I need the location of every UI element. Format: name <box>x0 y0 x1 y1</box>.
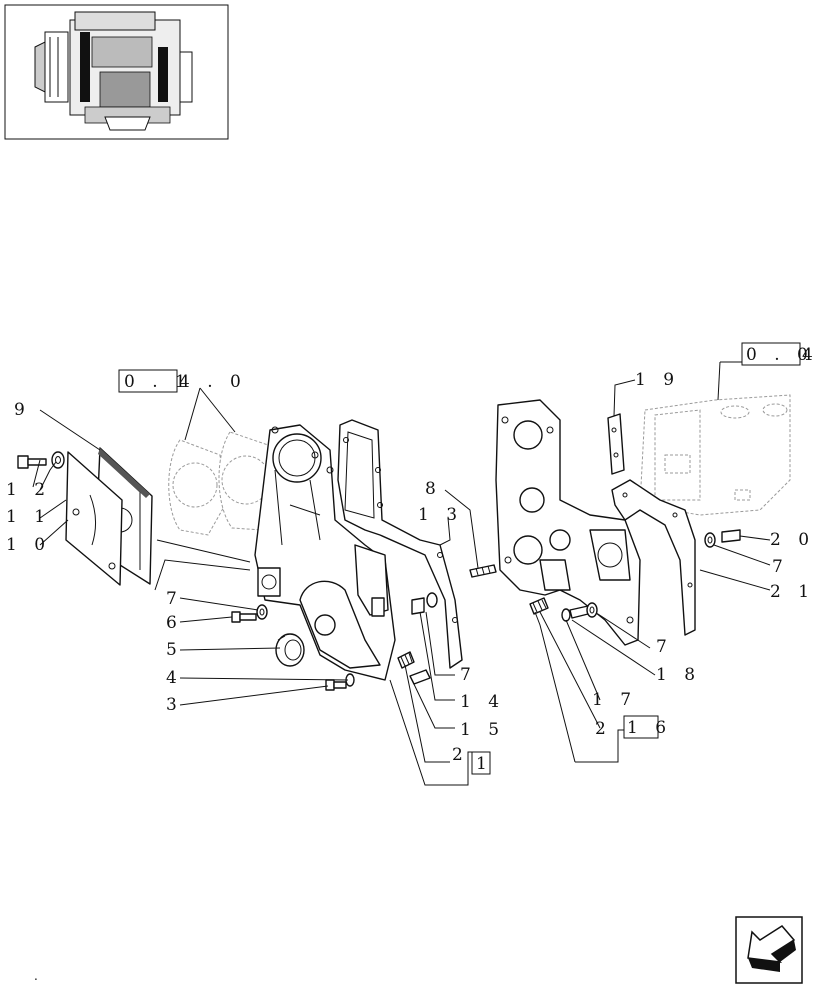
spring-2a <box>397 651 415 669</box>
washer-7c <box>704 532 716 548</box>
callout-19: 1 9 <box>635 370 680 390</box>
callout-9: 9 <box>14 400 31 420</box>
footer-mark: . <box>34 969 38 983</box>
timing-cover-main <box>254 424 396 681</box>
callout-7c: 7 <box>772 557 789 577</box>
bolt-6 <box>231 611 257 623</box>
callout-11: 1 1 <box>6 507 51 527</box>
seal-strip-19 <box>607 413 625 475</box>
washer-7a <box>256 604 268 620</box>
stud-8 <box>469 564 497 578</box>
callout-12: 1 2 <box>6 480 51 500</box>
callout-2b: 2 <box>595 719 612 739</box>
callout-13: 1 3 <box>418 505 463 525</box>
ghost-engine-block <box>639 394 791 516</box>
callout-2a: 2 <box>452 745 469 765</box>
callout-7b: 7 <box>460 665 477 685</box>
callout-10: 1 0 <box>6 535 51 555</box>
leader-lines <box>32 361 771 786</box>
svg-text:0 . 0: 0 . 0 <box>746 345 814 365</box>
rear-housing <box>495 399 641 646</box>
callout-18: 1 8 <box>656 665 701 685</box>
callout-7d: 7 <box>656 637 673 657</box>
bolt-18 <box>569 605 589 619</box>
ref-16[interactable]: 1 6 <box>623 715 672 739</box>
seal-5 <box>275 633 305 667</box>
ref-014[interactable]: 0 . 1 4 . 0 <box>118 369 247 393</box>
ref-004[interactable]: 0 . 0 4 <box>741 342 816 366</box>
washer-7d <box>586 602 598 618</box>
callout-21: 2 1 <box>770 582 815 602</box>
callout-17: 1 7 <box>592 690 637 710</box>
bolt-20 <box>721 529 741 543</box>
callout-15: 1 5 <box>460 720 505 740</box>
callout-6: 6 <box>166 613 183 633</box>
callout-5: 5 <box>166 640 183 660</box>
callout-20: 2 0 <box>770 530 815 550</box>
callout-7a: 7 <box>166 589 183 609</box>
callout-labels: 9 1 2 1 1 1 0 7 6 5 4 3 8 1 3 7 1 4 1 5 … <box>6 370 815 765</box>
gasket-21 <box>611 479 696 636</box>
next-page-arrow-icon[interactable] <box>735 916 803 984</box>
gasket-13 <box>337 419 463 669</box>
svg-text:1 6: 1 6 <box>627 718 672 738</box>
plug-17 <box>561 608 571 622</box>
callout-3: 3 <box>166 695 183 715</box>
spring-2b <box>529 597 549 615</box>
svg-text:1: 1 <box>476 754 493 774</box>
bolt-12 <box>17 455 47 469</box>
plug-14 <box>411 592 438 615</box>
gasket-10 <box>65 451 123 586</box>
callout-8: 8 <box>425 479 442 499</box>
callout-4: 4 <box>166 668 183 688</box>
bolt-3 <box>325 679 347 691</box>
svg-text:0 . 1: 0 . 1 <box>124 372 192 392</box>
callout-14: 1 4 <box>460 692 505 712</box>
ref-1[interactable]: 1 <box>471 751 493 775</box>
engine-thumbnail-icon[interactable] <box>4 4 229 140</box>
svg-text:4 . 0: 4 . 0 <box>179 372 247 392</box>
svg-text:4: 4 <box>802 345 816 365</box>
